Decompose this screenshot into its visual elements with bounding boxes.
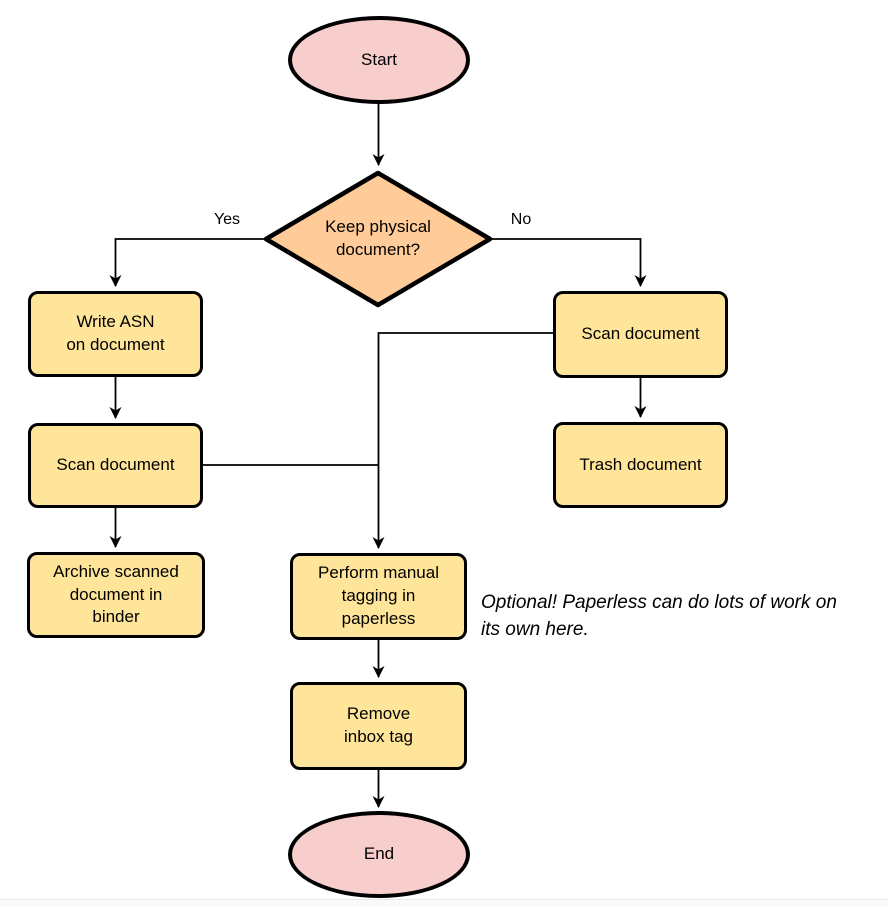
- end-node: End: [288, 811, 470, 898]
- diamond-shape: [263, 170, 493, 308]
- start-node: Start: [288, 16, 470, 104]
- scan-document-right-node: Scan document: [553, 291, 728, 378]
- decision-label: Keep physical document?: [325, 217, 431, 259]
- trash-document-node: Trash document: [553, 422, 728, 508]
- edge-label-yes: Yes: [213, 211, 241, 228]
- edge-label-no: No: [510, 211, 532, 228]
- window-bottom-edge: [0, 899, 888, 907]
- scan-document-left-node: Scan document: [28, 423, 203, 508]
- manual-tagging-node: Perform manual tagging in paperless: [290, 553, 467, 640]
- write-asn-node: Write ASN on document: [28, 291, 203, 377]
- archive-node: Archive scanned document in binder: [27, 552, 205, 638]
- edge-decision-to-scan-right: [490, 238, 647, 287]
- edge-decision-to-write-asn: [109, 238, 266, 287]
- edge-scan-right-to-tagging: [372, 332, 553, 549]
- decision-node: Keep physical document?: [262, 169, 494, 309]
- annotation-note: Optional! Paperless can do lots of work …: [481, 592, 837, 640]
- remove-inbox-tag-node: Remove inbox tag: [290, 682, 467, 770]
